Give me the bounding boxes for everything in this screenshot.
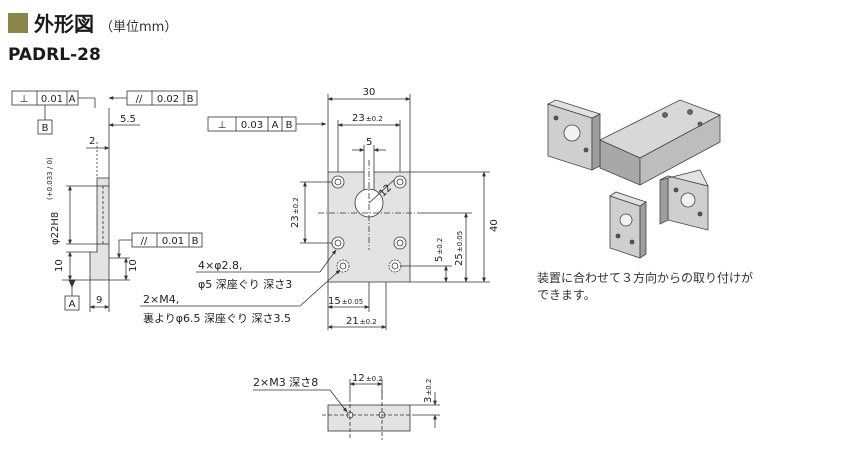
heading-unit: （単位mm） (100, 20, 178, 35)
dim-12: 12±0.2 (352, 373, 383, 384)
counterbore-hole-br-inner (396, 239, 404, 247)
dim-15-tol: ±0.05 (342, 298, 363, 306)
dim-23-h-tol: ±0.2 (366, 115, 383, 123)
dim-bore-tol: (+0.033 / 0) (46, 157, 54, 200)
parallel-value-bottom: 0.01 (162, 236, 184, 247)
front-view: ⊥ 0.03 A B 30 23±0.2 5 12 (140, 87, 500, 330)
callout-m4-line-2: 裏よりφ6.5 深座ぐり 深さ3.5 (143, 311, 291, 325)
dim-5-v-tol: ±0.2 (436, 238, 444, 255)
perp-value: 0.01 (41, 94, 63, 105)
dim-3: 3±0.2 (423, 379, 434, 403)
perp-datum: A (69, 94, 76, 105)
dim-15: 15±0.05 (328, 296, 363, 307)
datum-b-label: B (42, 123, 49, 134)
mount-plate-right (659, 169, 709, 231)
dim-23-h-value: 23 (352, 113, 365, 124)
m4-hole-right-inner (391, 262, 399, 270)
bottom-view: 2×M3 深さ8 12±0.2 3±0.2 (253, 373, 440, 440)
datum-a-label: A (69, 299, 76, 310)
dim-3-tol: ±0.2 (425, 379, 433, 396)
side-parallel-frame-top: // 0.02 B (126, 90, 198, 106)
bottom-part (327, 404, 411, 432)
dim-23-v-tol: ±0.2 (292, 197, 300, 214)
dim-23-v: 23±0.2 (290, 197, 301, 228)
mounting-note: 装置に合わせて３方向からの取り付けが できます。 (537, 270, 753, 304)
m4-hole-left-inner (339, 262, 347, 270)
dim-5-slot: 5 (366, 137, 372, 148)
perp-symbol: ⊥ (20, 94, 29, 105)
dim-9: 9 (96, 295, 102, 306)
mount-plate-bottom (609, 191, 647, 259)
isometric-illustration (546, 99, 721, 259)
dim-25: 25±0.05 (454, 231, 465, 266)
callout-holes-line-2: φ5 深座ぐり 深さ3 (198, 277, 292, 291)
callout-m4-line-1: 2×M4, (143, 293, 179, 306)
heading-marker (8, 13, 28, 33)
dim-25-value: 25 (454, 253, 465, 266)
callout-m3: 2×M3 深さ8 (253, 376, 318, 389)
mounting-note-line-2: できます。 (537, 288, 596, 302)
dim-40: 40 (489, 219, 500, 232)
m4-holes (336, 259, 402, 273)
dim-2: 2 (89, 136, 95, 147)
dim-23-h: 23±0.2 (352, 113, 383, 124)
dim-5-5: 5.5 (120, 114, 136, 125)
counterbore-hole-tl-inner (334, 178, 342, 186)
front-perp-frame: ⊥ 0.03 A B (207, 116, 297, 132)
dim-12-value: 12 (352, 373, 365, 384)
model-name: PADRL-28 (8, 45, 101, 65)
dim-5-v: 5±0.2 (434, 238, 445, 262)
datum-b-box (37, 119, 53, 135)
callout-holes-line-1: 4×φ2.8, (198, 259, 242, 272)
parallel-value-top: 0.02 (157, 94, 179, 105)
dim-3-value: 3 (423, 397, 434, 403)
dim-15-value: 15 (328, 296, 341, 307)
dim-10-right: 10 (128, 259, 139, 272)
dim-21-tol: ±0.2 (360, 318, 377, 326)
dim-12-tol: ±0.2 (366, 375, 383, 383)
heading-title: 外形図 (34, 12, 94, 36)
dim-21-value: 21 (346, 316, 359, 327)
mounting-note-line-1: 装置に合わせて３方向からの取り付けが (537, 271, 754, 285)
front-perp-datum-b: B (286, 120, 293, 131)
front-perp-symbol: ⊥ (218, 120, 227, 131)
dim-25-tol: ±0.05 (456, 231, 464, 252)
mount-plate-top-left (546, 99, 602, 171)
parallel-symbol-bottom: // (141, 236, 148, 247)
dim-21: 21±0.2 (346, 316, 377, 327)
dim-bore: φ22H8 (50, 212, 61, 245)
dim-5-v-value: 5 (434, 256, 445, 262)
parallel-symbol-top: // (136, 94, 143, 105)
counterbore-hole-tr-inner (396, 178, 404, 186)
section-heading: 外形図 （単位mm） (8, 8, 177, 37)
dim-10-left: 10 (54, 259, 65, 272)
side-part-body (89, 177, 110, 281)
counterbore-holes (331, 175, 407, 250)
side-parallel-frame-bottom: // 0.01 B (131, 232, 203, 248)
dim-30: 30 (363, 87, 376, 98)
side-perp-frame: ⊥ 0.01 A (11, 90, 79, 106)
parallel-datum-top: B (187, 94, 194, 105)
front-perp-value: 0.03 (241, 120, 263, 131)
parallel-datum-bottom: B (192, 236, 199, 247)
counterbore-hole-bl-inner (334, 239, 342, 247)
front-perp-datum-a: A (272, 120, 279, 131)
datum-a-box (64, 295, 80, 311)
gripper-body (599, 99, 721, 186)
dim-23-v-value: 23 (290, 215, 301, 228)
side-view: ⊥ 0.01 A B // 0.02 B 5.5 2 (11, 90, 203, 312)
